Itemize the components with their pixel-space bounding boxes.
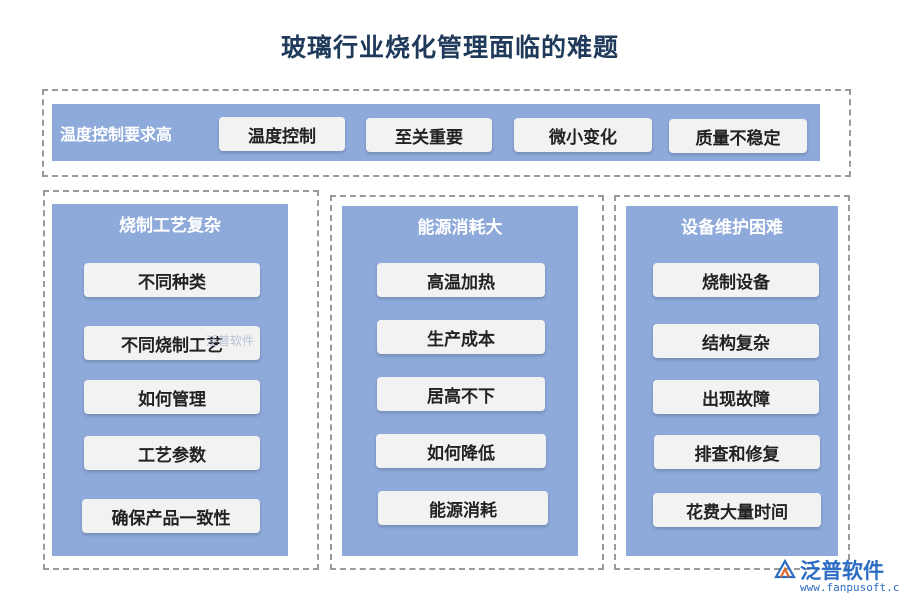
brand-logo: 泛普软件 www.fanpusoft.com <box>772 553 900 595</box>
watermark-text: 泛普软件 <box>206 334 255 348</box>
column-item: 如何管理 <box>84 380 260 414</box>
top-section-label: 温度控制要求高 <box>60 125 173 144</box>
top-item: 至关重要 <box>366 118 492 152</box>
top-section-frame <box>42 89 851 177</box>
column-item: 生产成本 <box>377 320 545 354</box>
column-item: 工艺参数 <box>84 436 260 470</box>
top-item: 微小变化 <box>514 118 652 152</box>
brand-name: 泛普软件 <box>800 559 884 583</box>
column-frame-energy <box>330 195 604 570</box>
page-title: 玻璃行业烧化管理面临的难题 <box>280 33 619 62</box>
column-item: 确保产品一致性 <box>82 499 260 533</box>
top-item: 质量不稳定 <box>669 119 807 153</box>
column-title: 能源消耗大 <box>417 218 503 238</box>
column-item: 如何降低 <box>376 434 546 468</box>
column-item: 能源消耗 <box>378 491 548 525</box>
column-item: 高温加热 <box>377 263 545 297</box>
column-item: 烧制设备 <box>653 263 819 297</box>
column-item: 花费大量时间 <box>653 493 821 527</box>
column-item: 居高不下 <box>377 377 545 411</box>
column-title: 烧制工艺复杂 <box>119 216 221 236</box>
column-title: 设备维护困难 <box>681 218 783 238</box>
column-item: 不同烧制工艺 <box>84 326 260 360</box>
column-frame-process <box>43 190 319 570</box>
brand-icon <box>774 558 796 579</box>
column-item: 不同种类 <box>84 263 260 297</box>
column-item: 排查和修复 <box>654 435 820 469</box>
top-item: 温度控制 <box>219 117 345 151</box>
brand-url: www.fanpusoft.com <box>800 581 900 594</box>
column-item: 出现故障 <box>653 380 819 414</box>
column-frame-equipment <box>614 195 850 570</box>
column-item: 结构复杂 <box>653 324 819 358</box>
